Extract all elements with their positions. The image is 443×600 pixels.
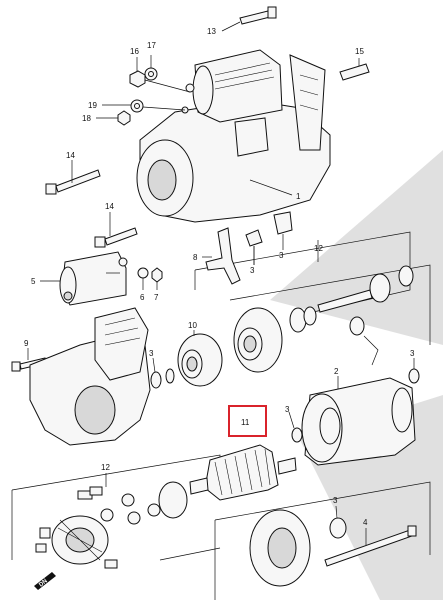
drive-end-housing [29, 307, 151, 446]
bush-part-3 [408, 358, 420, 384]
callout-2: 2 [334, 367, 339, 376]
callout-12b: 12 [101, 463, 110, 472]
bolt-13 [221, 6, 277, 32]
bolt-14-lower [94, 212, 138, 248]
washer-part-3 [288, 411, 303, 443]
callout-3e: 3 [285, 405, 290, 414]
callout-14b: 14 [105, 202, 114, 211]
callout-3b: 3 [279, 251, 284, 260]
callout-15: 15 [355, 47, 364, 56]
bush-lower-part-3 [329, 505, 347, 539]
washer-17 [144, 55, 158, 81]
callout-11: 11 [241, 418, 250, 427]
pin-15 [339, 58, 370, 81]
brush-holder-lower [51, 515, 109, 565]
highlight-box [228, 405, 267, 437]
callout-14a: 14 [66, 151, 75, 160]
ring-part-3b [165, 368, 175, 384]
callout-1: 1 [296, 192, 301, 201]
nut-18 [96, 110, 131, 126]
bolt-14-upper [45, 160, 101, 195]
callout-3f: 3 [333, 496, 338, 505]
pinion-10 [177, 330, 223, 387]
callout-7: 7 [154, 293, 159, 302]
ring-part-3 [150, 357, 162, 389]
washer-19 [102, 99, 144, 113]
callout-9: 9 [24, 339, 29, 348]
through-bolt-4 [324, 525, 417, 567]
callout-16: 16 [130, 47, 139, 56]
nut-7 [151, 267, 163, 290]
clip-part-3 [349, 316, 379, 366]
end-cover [249, 509, 311, 587]
armature-11 [189, 444, 297, 501]
callout-10: 10 [188, 321, 197, 330]
yoke-2 [301, 376, 416, 466]
callout-3c: 3 [149, 349, 154, 358]
callout-12a: 12 [314, 244, 323, 253]
callout-13: 13 [207, 27, 216, 36]
callout-6: 6 [140, 293, 145, 302]
callout-8: 8 [193, 253, 198, 262]
nut-16 [129, 57, 146, 88]
solenoid-5 [40, 251, 128, 306]
planetary-shaft [317, 240, 414, 313]
group-frame-lower-right [214, 481, 431, 600]
callout-4: 4 [363, 518, 368, 527]
brush-blocks [35, 481, 188, 569]
callout-3a: 3 [250, 266, 255, 275]
callout-17: 17 [147, 41, 156, 50]
lever-8 [202, 227, 241, 285]
callout-19: 19 [88, 101, 97, 110]
direction-label: DN [38, 578, 49, 588]
bracket-part-3 [273, 211, 293, 250]
washer-6 [137, 267, 149, 290]
callout-18: 18 [82, 114, 91, 123]
starter-assembly-part-1 [136, 49, 331, 223]
callout-3d: 3 [410, 349, 415, 358]
callout-5: 5 [31, 277, 36, 286]
gear-housing [233, 306, 317, 373]
direction-arrow [34, 572, 56, 590]
group-frame-right [229, 264, 431, 345]
